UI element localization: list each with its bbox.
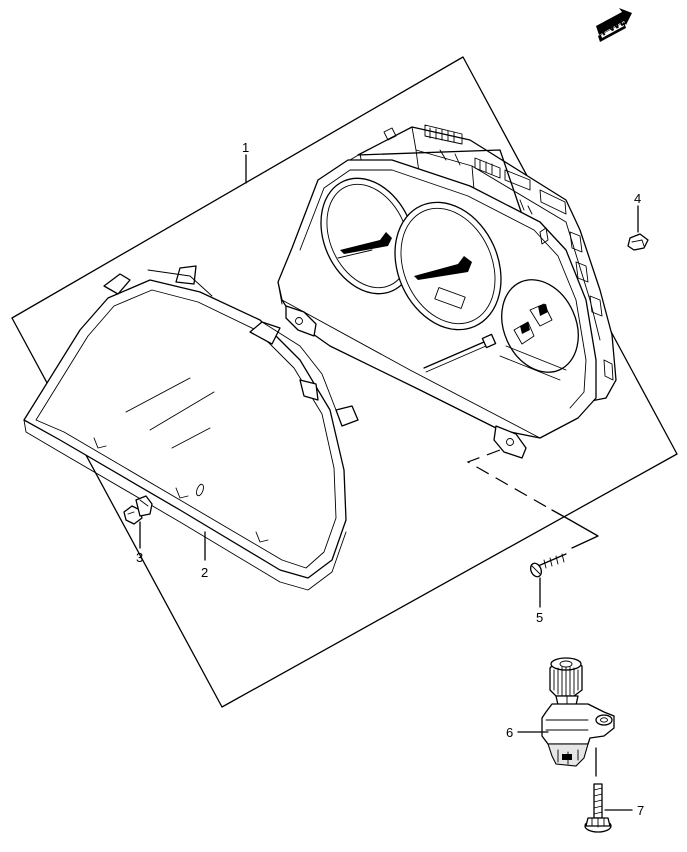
- fwd-direction-label: FWD: [597, 12, 630, 39]
- assembly-boundary-box: [11, 56, 678, 708]
- clip-part-4: [627, 233, 649, 251]
- installation-path-dashed: [466, 449, 553, 511]
- callout-2: 2: [201, 565, 208, 580]
- callout-6: 6: [506, 725, 513, 740]
- callout-1: 1: [242, 140, 249, 155]
- bolt-part-7: [584, 783, 612, 833]
- callout-5: 5: [536, 610, 543, 625]
- speed-sensor-part-6: [541, 657, 615, 767]
- instrument-cluster-assembly: [277, 124, 617, 459]
- bulb-part-3: [123, 495, 153, 525]
- callout-3: 3: [136, 550, 143, 565]
- screw-part-5: [529, 553, 567, 578]
- callout-4: 4: [634, 191, 641, 206]
- callout-7: 7: [637, 803, 644, 818]
- fwd-direction-marker: FWD: [596, 8, 632, 42]
- cluster-lens-glass: [23, 265, 359, 591]
- installation-path-solid: [551, 509, 599, 549]
